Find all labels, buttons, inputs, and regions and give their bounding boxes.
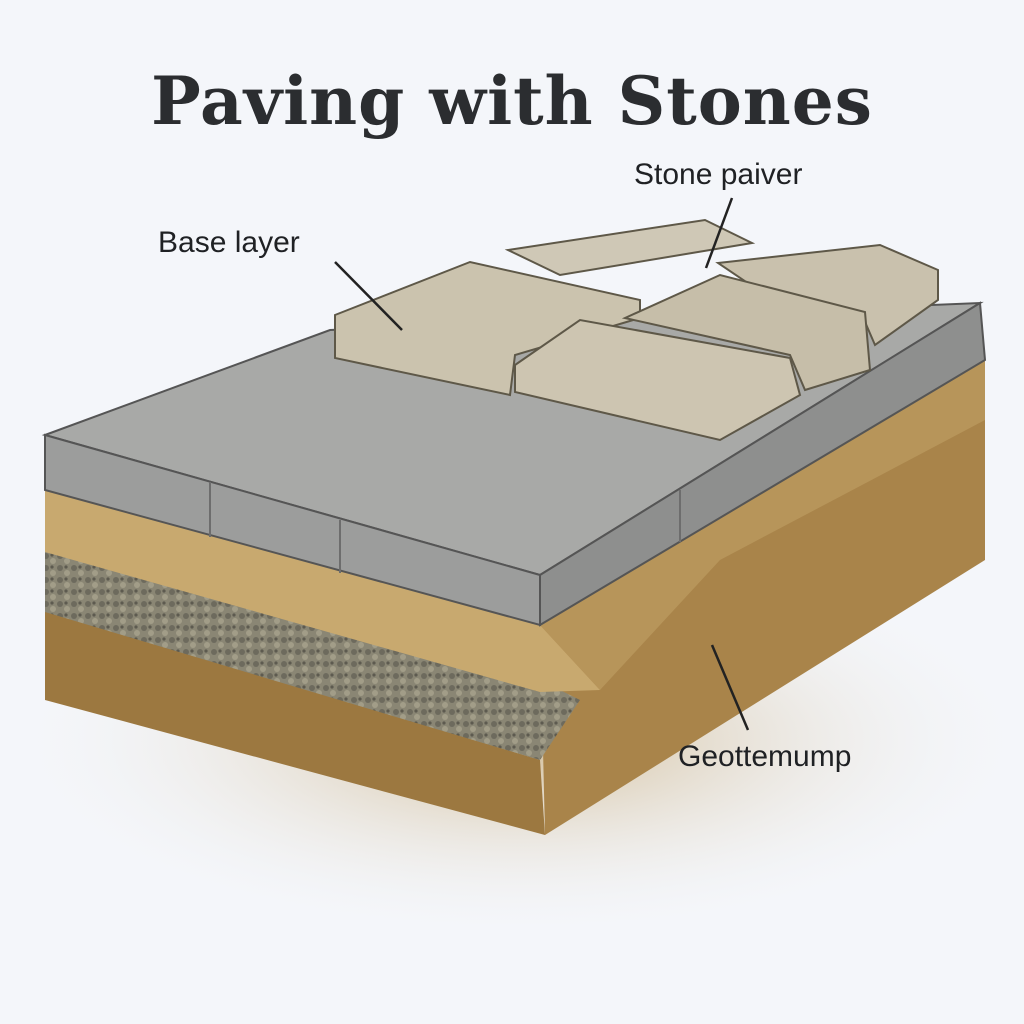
page-title: Paving with Stones <box>151 62 873 140</box>
label-geotextile: Geottemump <box>678 740 852 773</box>
label-base-layer: Base layer <box>158 226 300 259</box>
label-stone-paver: Stone paiver <box>634 158 803 191</box>
base-slab-right <box>539 301 987 627</box>
paver <box>514 318 802 442</box>
gravel-layer <box>45 550 580 760</box>
stone-pavers <box>334 218 939 442</box>
base-layer-leader <box>334 261 403 331</box>
geotextile-leader <box>710 644 750 731</box>
sand-layer-right <box>540 360 985 690</box>
soil-layer-front <box>45 610 545 835</box>
paver <box>621 273 872 392</box>
stone-paver-leader <box>704 197 734 269</box>
sand-layer-front <box>45 488 600 692</box>
paver <box>504 218 756 277</box>
slab-joints <box>209 482 681 573</box>
